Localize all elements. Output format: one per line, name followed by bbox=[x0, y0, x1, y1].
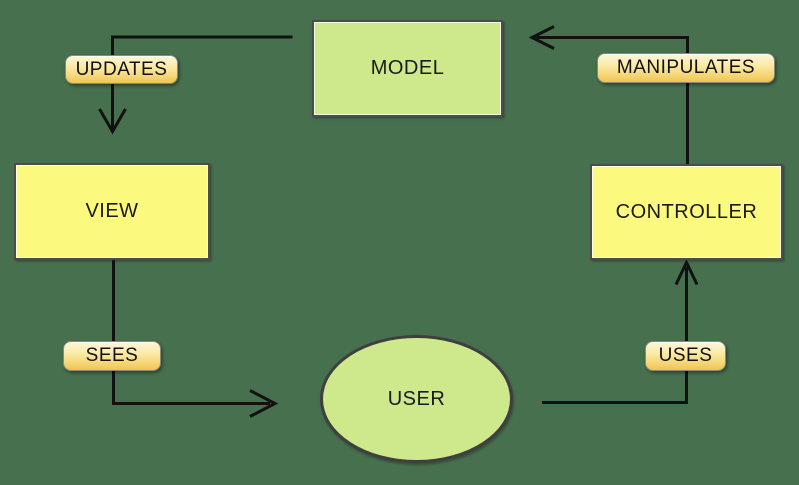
node-user-label: USER bbox=[387, 387, 446, 410]
edge-user-to-controller bbox=[542, 259, 699, 404]
edge-label-manipulates: MANIPULATES bbox=[597, 53, 775, 83]
edge-model-to-view bbox=[98, 35, 293, 135]
node-model: MODEL bbox=[312, 20, 503, 117]
edge-view-to-user bbox=[112, 260, 279, 418]
edge-label-uses-text: USES bbox=[658, 345, 713, 366]
edge-label-uses: USES bbox=[645, 341, 726, 371]
node-user: USER bbox=[320, 335, 513, 463]
edge-label-sees: SEES bbox=[63, 341, 161, 371]
edge-view-to-user-line bbox=[112, 260, 270, 405]
edge-label-updates-text: UPDATES bbox=[75, 58, 168, 80]
node-view-label: VIEW bbox=[85, 200, 139, 222]
node-controller: CONTROLLER bbox=[590, 164, 783, 260]
arrow-right-icon bbox=[249, 389, 279, 418]
edge-label-updates: UPDATES bbox=[65, 55, 178, 84]
edge-user-to-controller-line bbox=[542, 267, 688, 404]
edge-label-manipulates-text: MANIPULATES bbox=[616, 57, 756, 78]
node-view: VIEW bbox=[14, 163, 210, 260]
node-controller-label: CONTROLLER bbox=[615, 200, 758, 223]
edge-controller-to-model bbox=[528, 25, 689, 164]
edge-label-sees-text: SEES bbox=[85, 345, 139, 366]
arrow-up-icon bbox=[674, 259, 699, 286]
arrow-down-icon bbox=[98, 108, 127, 135]
arrow-left-icon bbox=[528, 25, 555, 50]
node-model-label: MODEL bbox=[370, 57, 445, 79]
